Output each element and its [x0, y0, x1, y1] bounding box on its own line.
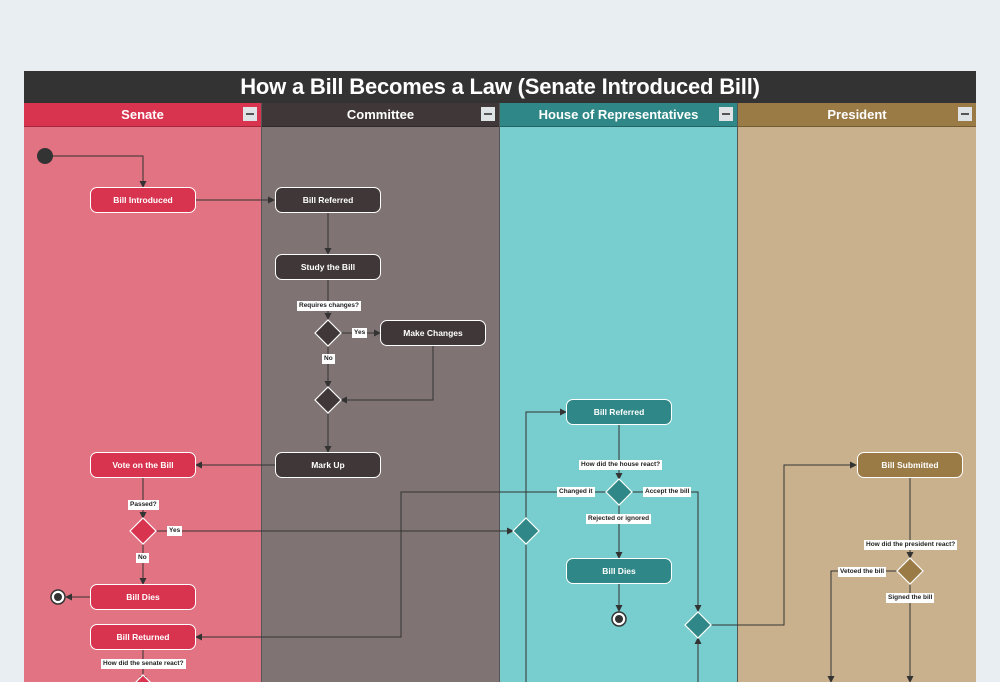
collapse-senate-button[interactable] [243, 107, 257, 121]
label-no-passed: No [136, 553, 149, 563]
lane-president: President [738, 103, 976, 682]
merge-committee [314, 386, 342, 414]
start-node [37, 148, 53, 164]
collapse-house-button[interactable] [719, 107, 733, 121]
node-bill-returned[interactable]: Bill Returned [90, 624, 196, 650]
edge-start-to-introduced [50, 155, 147, 188]
lane-header-committee: Committee [262, 103, 499, 127]
node-bill-introduced[interactable]: Bill Introduced [90, 187, 196, 213]
connectors-layer [37, 148, 924, 682]
edge-accept-to-house-merge2 [632, 491, 702, 612]
node-vote-on-the-bill[interactable]: Vote on the Bill [90, 452, 196, 478]
node-bill-referred-committee[interactable]: Bill Referred [275, 187, 381, 213]
activity-diagram: How a Bill Becomes a Law (Senate Introdu… [24, 71, 976, 682]
decision-senate-react [135, 674, 151, 682]
lane-header-senate: Senate [24, 103, 261, 127]
collapse-committee-button[interactable] [481, 107, 495, 121]
lane-header-president: President [738, 103, 976, 127]
lane-header-house: House of Representatives [500, 103, 737, 127]
label-yes-passed: Yes [167, 526, 183, 536]
node-bill-referred-house[interactable]: Bill Referred [566, 399, 672, 425]
node-bill-dies-senate[interactable]: Bill Dies [90, 584, 196, 610]
lane-label-senate: Senate [121, 107, 164, 122]
label-yes-changes: Yes [352, 328, 368, 338]
label-changed-it: Changed it [557, 487, 595, 497]
label-president-react: How did the president react? [864, 540, 958, 550]
label-house-react: How did the house react? [579, 460, 663, 470]
label-signed: Signed the bill [886, 593, 935, 603]
collapse-president-button[interactable] [958, 107, 972, 121]
label-requires-changes: Requires changes? [297, 301, 361, 311]
node-mark-up[interactable]: Mark Up [275, 452, 381, 478]
label-passed: Passed? [128, 500, 159, 510]
edge-make-changes-to-merge [340, 346, 434, 404]
label-rejected-or-ignored: Rejected or ignored [586, 514, 652, 524]
lane-label-president: President [827, 107, 887, 122]
label-vetoed: Vetoed the bill [838, 567, 887, 577]
node-bill-dies-house[interactable]: Bill Dies [566, 558, 672, 584]
diagram-title: How a Bill Becomes a Law (Senate Introdu… [24, 71, 976, 103]
node-study-the-bill[interactable]: Study the Bill [275, 254, 381, 280]
label-no-changes: No [322, 354, 335, 364]
edge-house-merge-to-referred [525, 408, 567, 682]
edge-president-vetoed [827, 570, 897, 682]
edge-to-submitted [711, 461, 857, 626]
decision-passed [129, 517, 157, 545]
node-make-changes[interactable]: Make Changes [380, 320, 486, 346]
decision-president-react [896, 557, 924, 585]
decision-requires-changes [314, 319, 342, 347]
edge-changed-to-returned [195, 491, 606, 641]
merge-house-exit [684, 611, 712, 639]
node-bill-submitted[interactable]: Bill Submitted [857, 452, 963, 478]
label-senate-react: How did the senate react? [101, 659, 186, 669]
merge-house-entry [512, 517, 540, 545]
label-accept-the-bill: Accept the bill [643, 487, 692, 497]
decision-house-react [605, 478, 633, 506]
lane-label-committee: Committee [346, 107, 415, 122]
lane-label-house: House of Representatives [538, 107, 699, 122]
